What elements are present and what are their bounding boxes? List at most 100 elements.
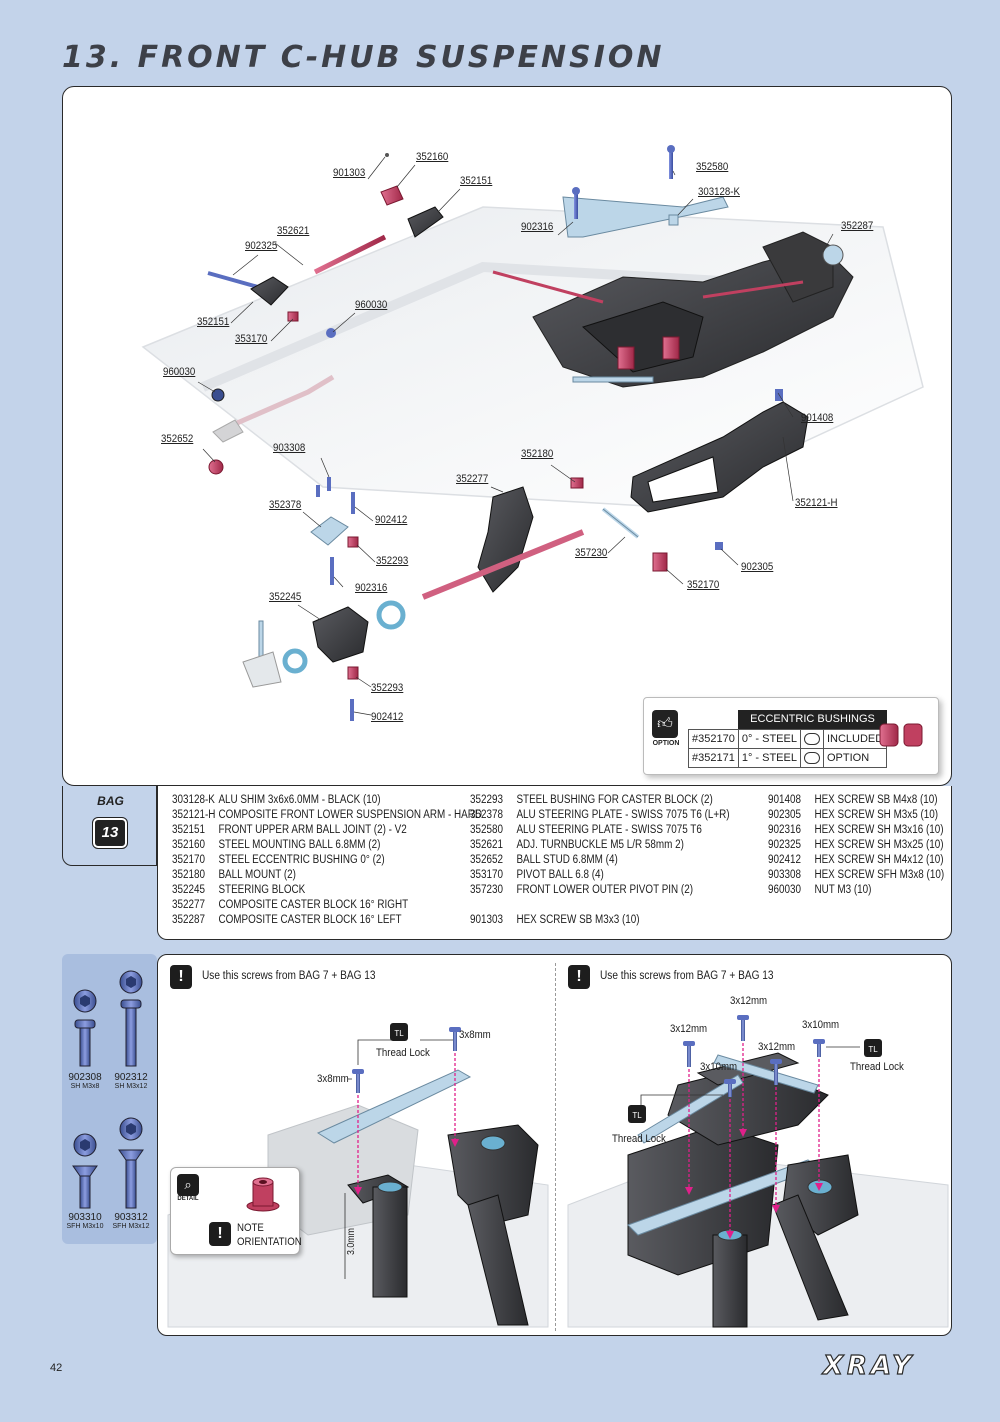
screw-size: SFH M3x12 xyxy=(112,1223,150,1230)
svg-text:TL: TL xyxy=(394,1029,404,1038)
part-description: STEEL MOUNTING BALL 6.8MM (2) xyxy=(218,839,381,851)
bag-box: BAG 13 xyxy=(62,786,157,866)
screw-size: SH M3x12 xyxy=(114,1083,148,1090)
part-description: ALU STEERING PLATE - SWISS 7075 T6 xyxy=(516,824,702,836)
callout-352151-lower: 352151 xyxy=(197,316,230,328)
callout-902412-upper: 902412 xyxy=(375,514,408,526)
callout-901408: 901408 xyxy=(801,412,834,424)
warning-text-left: Use this screws from BAG 7 + BAG 13 xyxy=(202,970,376,982)
screw-size: SFH M3x10 xyxy=(66,1223,104,1230)
callout-902316-top: 902316 xyxy=(521,221,554,233)
dim-3x12-mid: 3x12mm xyxy=(758,1041,796,1053)
callout-902316-lower: 902316 xyxy=(355,582,388,594)
part-code: 352245 xyxy=(172,884,206,896)
part-code: 352580 xyxy=(470,824,504,836)
callout-901303: 901303 xyxy=(333,167,366,179)
callout-352245: 352245 xyxy=(269,591,302,603)
part-description: HEX SCREW SB M3x3 (10) xyxy=(516,914,640,926)
callout-352652: 352652 xyxy=(161,433,194,445)
part-code: 352121-H xyxy=(172,809,216,821)
part-code: 352180 xyxy=(172,869,206,881)
part-code: 352277 xyxy=(172,899,206,911)
dim-3-0mm: 3.0mm xyxy=(346,1228,357,1255)
part-code: 352170 xyxy=(172,854,206,866)
warning-icon: ! xyxy=(568,965,590,989)
part-code: 902316 xyxy=(768,824,802,836)
xray-logo: XRAY xyxy=(820,1352,911,1378)
callout-960030-lower: 960030 xyxy=(163,366,196,378)
part-description: HEX SCREW SH M4x12 (10) xyxy=(814,854,944,866)
bushing-illustration xyxy=(879,723,923,747)
part-description: STEEL BUSHING FOR CASTER BLOCK (2) xyxy=(516,794,713,806)
part-code: 902412 xyxy=(768,854,802,866)
screw-code: 902312 xyxy=(114,1072,148,1083)
part-code: 352652 xyxy=(470,854,504,866)
part-description: STEERING BLOCK xyxy=(218,884,306,896)
part-code: 352151 xyxy=(172,824,206,836)
part-code: 357230 xyxy=(470,884,504,896)
callout-352293-upper: 352293 xyxy=(376,555,409,567)
callout-352621: 352621 xyxy=(277,225,310,237)
callout-352180: 352180 xyxy=(521,448,554,460)
callout-352121-h: 352121-H xyxy=(795,497,838,509)
part-code: 352621 xyxy=(470,839,504,851)
detail-label: DETAIL xyxy=(177,1196,199,1202)
part-description: BALL STUD 6.8MM (4) xyxy=(516,854,618,866)
bushing-symbol-icon xyxy=(799,747,824,768)
bushing-symbol-icon xyxy=(799,728,824,749)
part-description: ALU SHIM 3x6x6.0MM - BLACK (10) xyxy=(218,794,381,806)
dim-3x10-center: 3x10mm xyxy=(700,1061,738,1073)
thread-lock-label-right-a: Thread Lock xyxy=(612,1133,666,1145)
orientation-label: ORIENTATION xyxy=(237,1236,302,1248)
dim-3x12-left: 3x12mm xyxy=(670,1023,708,1035)
bushing-part: #352171 xyxy=(688,747,739,768)
list-item: 352180 BALL MOUNT (2) xyxy=(172,869,296,881)
svg-text:TL: TL xyxy=(868,1045,878,1054)
callout-352277: 352277 xyxy=(456,473,489,485)
part-description: BALL MOUNT (2) xyxy=(218,869,296,881)
warning-icon: ! xyxy=(170,965,192,989)
part-description: ALU STEERING PLATE - SWISS 7075 T6 (L+R) xyxy=(516,809,730,821)
part-description: HEX SCREW SH M3x16 (10) xyxy=(814,824,944,836)
callout-352287: 352287 xyxy=(841,220,874,232)
callout-352170: 352170 xyxy=(687,579,720,591)
screws-drawing xyxy=(72,970,144,1209)
list-item: 902316 HEX SCREW SH M3x16 (10) xyxy=(768,824,944,836)
panel-divider xyxy=(555,963,556,1331)
callout-352160: 352160 xyxy=(416,151,449,163)
bushing-detail-illustration xyxy=(246,1177,280,1212)
warning-icon: ! xyxy=(209,1222,231,1246)
chub-assembly xyxy=(492,196,854,388)
part-description: COMPOSITE CASTER BLOCK 16° RIGHT xyxy=(218,899,409,911)
part-description: STEEL ECCENTRIC BUSHING 0° (2) xyxy=(218,854,385,866)
callout-352580: 352580 xyxy=(696,161,729,173)
dim-3x12-top: 3x12mm xyxy=(730,995,768,1007)
part-code: 902305 xyxy=(768,809,802,821)
svg-text:TL: TL xyxy=(632,1111,642,1120)
exploded-view-panel: 901303 352160 352151 352580 303128-K 902… xyxy=(62,86,952,786)
screw-code: 903310 xyxy=(68,1212,102,1223)
part-description: ADJ. TURNBUCKLE M5 L/R 58mm 2) xyxy=(516,839,684,851)
part-description: HEX SCREW SH M3x5 (10) xyxy=(814,809,939,821)
part-code: 303128-K xyxy=(172,794,215,806)
bag-number: 13 xyxy=(92,817,128,849)
callout-357230: 357230 xyxy=(575,547,608,559)
part-code: 903308 xyxy=(768,869,802,881)
option-label: OPTION xyxy=(652,740,680,747)
part-code: 960030 xyxy=(768,884,802,896)
callout-903308: 903308 xyxy=(273,442,306,454)
screw-code: 902308 xyxy=(68,1072,102,1083)
magnifier-icon: ⌕ xyxy=(177,1174,199,1196)
screw-902312: 902312 SH M3x12 xyxy=(106,1072,156,1090)
page-number: 42 xyxy=(50,1362,63,1374)
table-row: #352171 1° - STEEL OPTION xyxy=(688,747,888,768)
part-description: HEX SCREW SB M4x8 (10) xyxy=(814,794,938,806)
